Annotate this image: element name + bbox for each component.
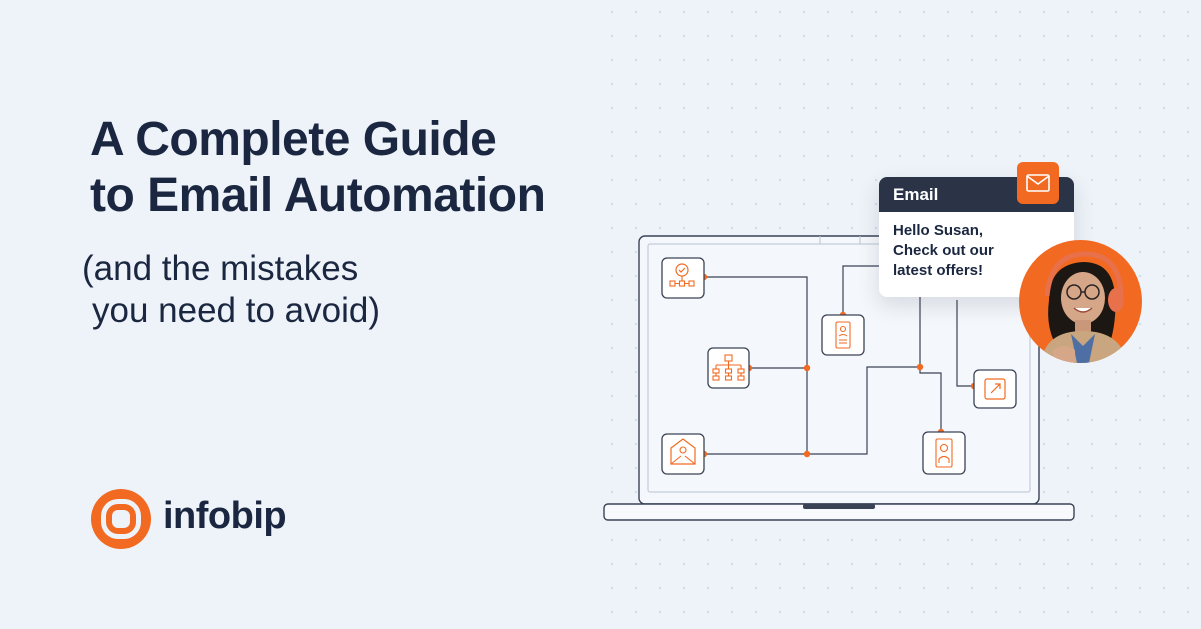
email-line-1: Hello Susan, [893, 222, 984, 239]
infobip-logo-icon [91, 489, 151, 549]
brand-name: infobip [163, 495, 287, 537]
headline-line-2: to Email Automation [90, 169, 546, 222]
hierarchy-icon [707, 347, 750, 389]
open-mail-icon [661, 433, 705, 475]
external-link-icon [973, 369, 1017, 409]
email-line-3: latest offers! [893, 262, 984, 279]
email-line-2: Check out our [893, 242, 994, 259]
subheadline-line-1: (and the mistakes [82, 249, 359, 288]
headline-line-1: A Complete Guide [90, 113, 497, 166]
subheadline-line-2: you need to avoid) [92, 291, 380, 330]
subheadline: (and the mistakes you need to avoid) [82, 248, 380, 332]
envelope-icon [1017, 162, 1059, 204]
avatar [1019, 240, 1142, 363]
contact-card-icon [821, 314, 865, 356]
person-badge-icon [922, 431, 966, 475]
check-flow-icon [661, 257, 705, 299]
email-card-body: Hello Susan, Check out our latest offers… [879, 212, 1074, 290]
laptop-illustration [603, 235, 1075, 521]
headline: A Complete Guide to Email Automation [90, 112, 546, 224]
